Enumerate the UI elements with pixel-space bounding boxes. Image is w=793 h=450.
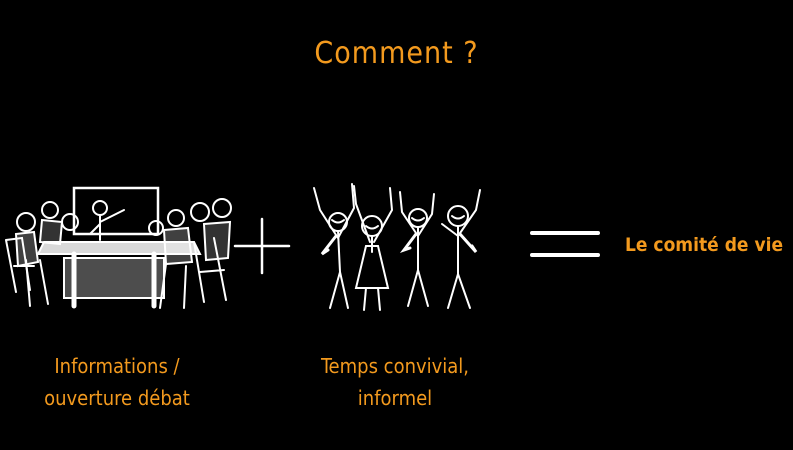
party-caption-line-1: Temps convivial,: [320, 354, 470, 378]
meeting-caption: Informations / ouverture débat: [22, 350, 212, 414]
equals-icon: [530, 231, 600, 257]
meeting-caption-line-2: ouverture débat: [44, 386, 190, 410]
party-caption: Temps convivial, informel: [300, 350, 490, 414]
meeting-caption-line-1: Informations /: [54, 354, 180, 378]
celebrating-figures-icon: [313, 183, 481, 311]
plus-icon: [233, 217, 291, 275]
slide-title: Comment ?: [314, 36, 479, 71]
party-caption-line-2: informel: [357, 386, 433, 410]
meeting-sketch-icon: [5, 186, 232, 309]
result-label: Le comité de vie: [625, 234, 784, 256]
